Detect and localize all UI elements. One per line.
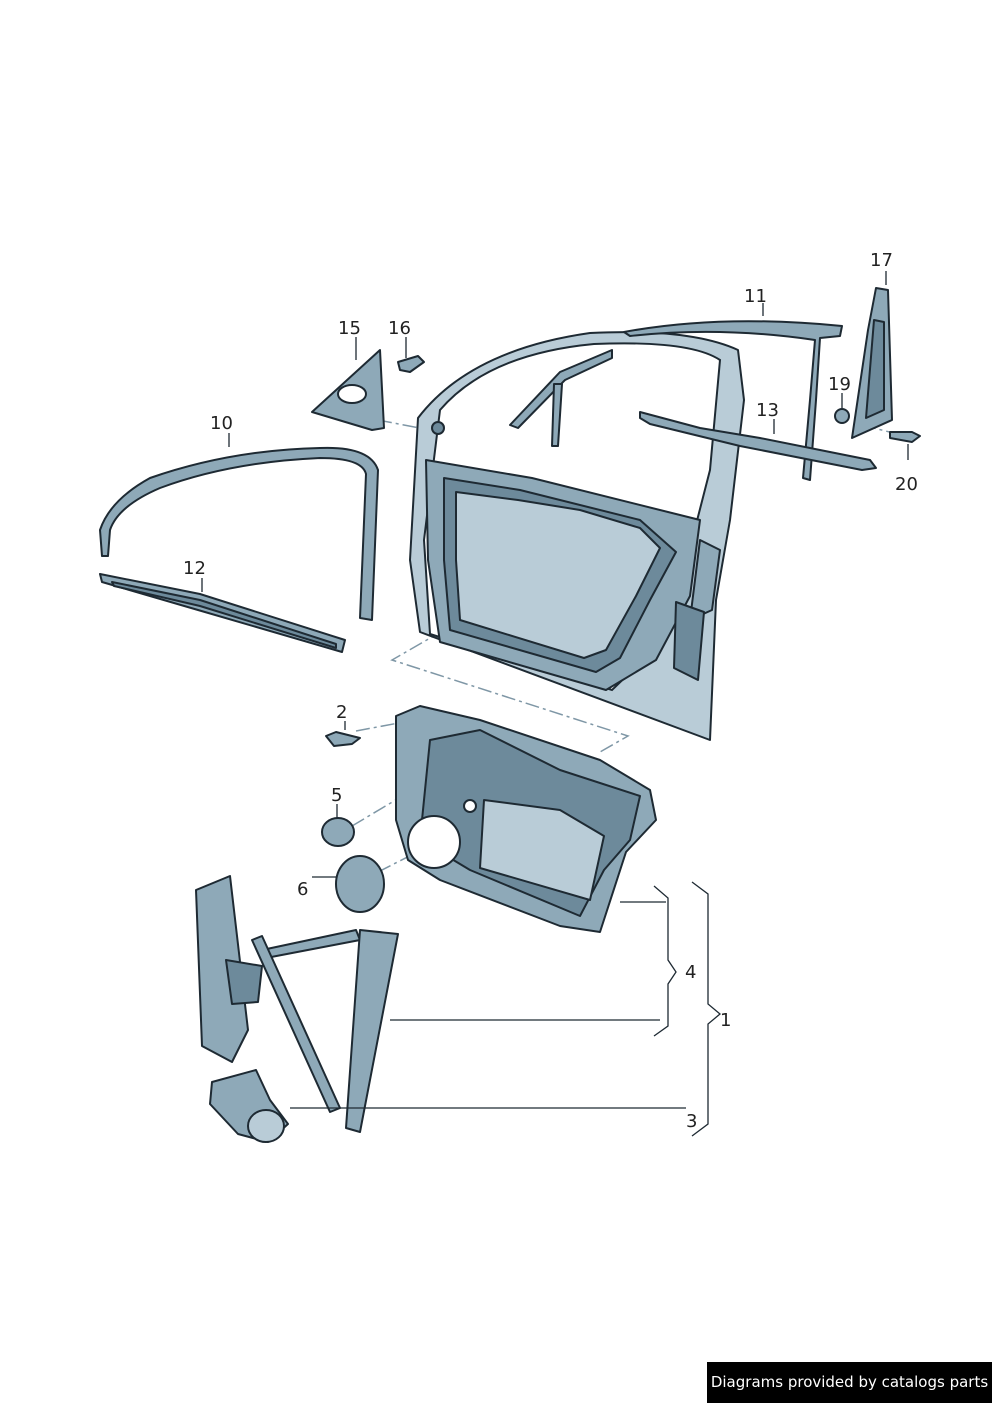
callout-2: 2 bbox=[336, 702, 347, 723]
clip-fastener bbox=[397, 355, 425, 373]
callout-6: 6 bbox=[297, 879, 308, 900]
cap bbox=[321, 817, 355, 847]
callout-19: 19 bbox=[828, 374, 851, 395]
nut bbox=[834, 408, 850, 424]
screw-2 bbox=[325, 731, 361, 747]
callout-20: 20 bbox=[895, 474, 918, 495]
callout-12: 12 bbox=[183, 558, 206, 579]
inner-door-module bbox=[395, 705, 657, 933]
door-shell bbox=[409, 331, 745, 741]
callout-13: 13 bbox=[756, 400, 779, 421]
callout-3: 3 bbox=[686, 1111, 697, 1132]
window-motor bbox=[209, 1069, 289, 1143]
callout-4: 4 bbox=[685, 962, 696, 983]
window-regulator bbox=[195, 875, 399, 1133]
screw-20 bbox=[889, 431, 921, 443]
callout-5: 5 bbox=[331, 785, 342, 806]
window-frame-seal-upper bbox=[623, 320, 843, 481]
callout-1: 1 bbox=[720, 1010, 731, 1031]
leader-lines bbox=[201, 271, 909, 1137]
callout-10: 10 bbox=[210, 413, 233, 434]
callout-15: 15 bbox=[338, 318, 361, 339]
callout-labels: 10 11 12 13 15 16 17 19 20 2 5 6 4 1 3 bbox=[183, 250, 918, 1132]
window-outer-strip bbox=[639, 411, 877, 471]
speaker-grille-disc bbox=[335, 855, 385, 913]
mirror-triangle-cover bbox=[311, 349, 385, 431]
callout-11: 11 bbox=[744, 286, 767, 307]
window-lower-strip bbox=[99, 573, 346, 653]
callout-16: 16 bbox=[388, 318, 411, 339]
window-channel-seal bbox=[99, 446, 379, 621]
callout-17: 17 bbox=[870, 250, 893, 271]
pillar-trim bbox=[851, 287, 893, 439]
credit-banner: Diagrams provided by catalogs parts bbox=[707, 1362, 992, 1403]
